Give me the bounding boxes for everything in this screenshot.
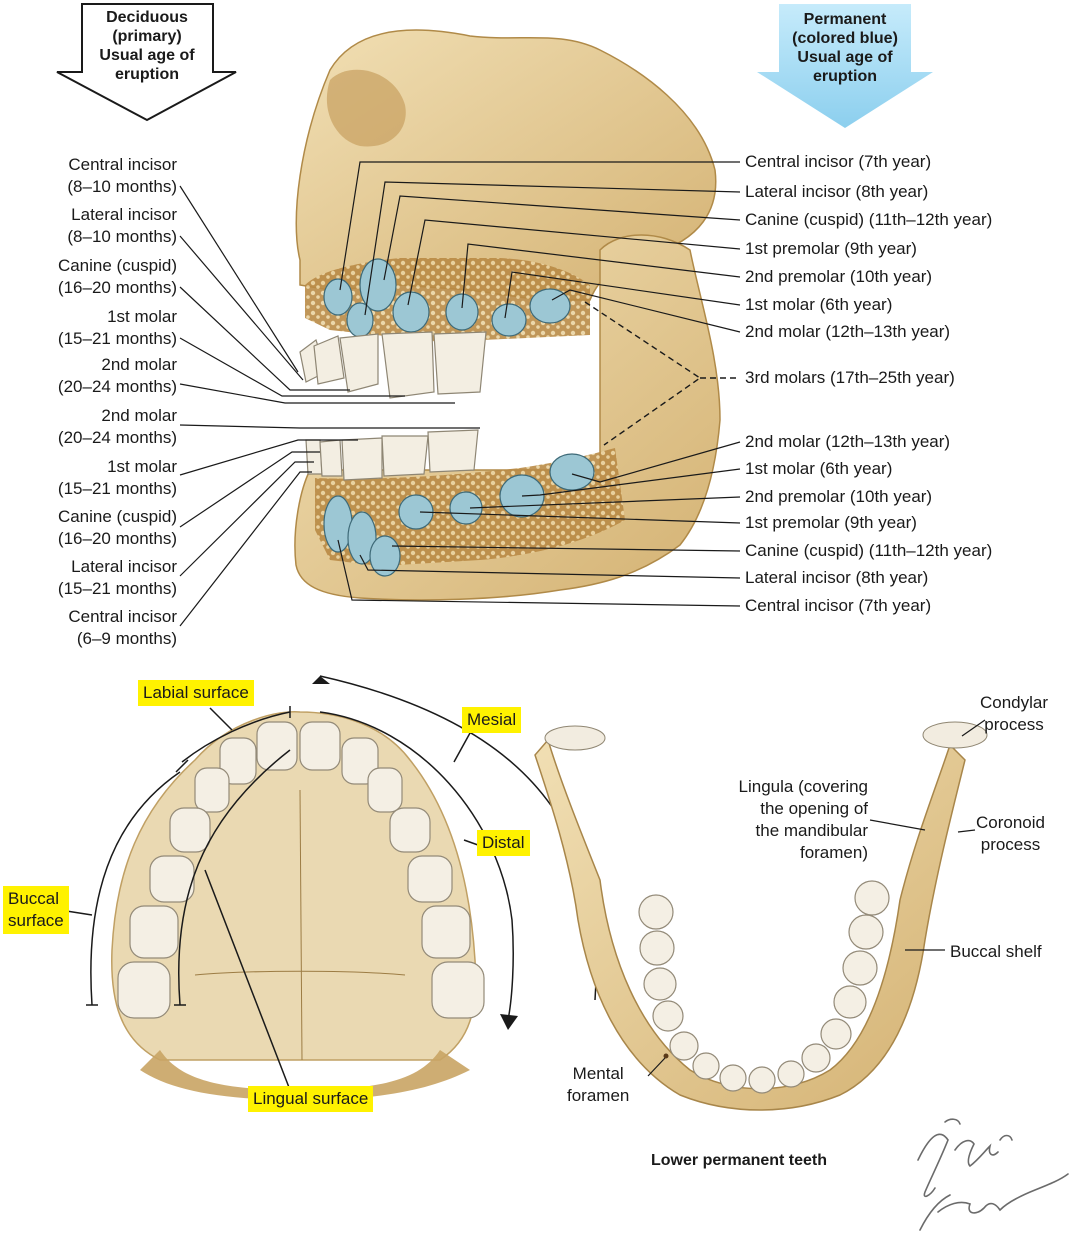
right-label-2nd-molar-upper: 2nd molar (12th–13th year) bbox=[745, 321, 950, 343]
right-label-2nd-premolar-lower: 2nd premolar (10th year) bbox=[745, 486, 932, 508]
right-label-2nd-molar-lower: 2nd molar (12th–13th year) bbox=[745, 431, 950, 453]
left-label-1st-molar-upper: 1st molar(15–21 months) bbox=[58, 306, 177, 350]
artist-signature bbox=[900, 1100, 1070, 1240]
lingual-surface-label: Lingual surface bbox=[248, 1086, 373, 1112]
left-label-1st-molar-lower: 1st molar(15–21 months) bbox=[58, 456, 177, 500]
right-label-lateral-incisor-upper: Lateral incisor (8th year) bbox=[745, 181, 928, 203]
mesial-label: Mesial bbox=[462, 707, 521, 733]
distal-label: Distal bbox=[477, 830, 530, 856]
left-label-2nd-molar-lower: 2nd molar(20–24 months) bbox=[58, 405, 177, 449]
left-label-central-incisor-upper: Central incisor(8–10 months) bbox=[67, 154, 177, 198]
left-label-canine-lower: Canine (cuspid)(16–20 months) bbox=[58, 506, 177, 550]
mandible-leader-lines bbox=[648, 720, 985, 1076]
right-label-1st-premolar-lower: 1st premolar (9th year) bbox=[745, 512, 917, 534]
left-label-canine-upper: Canine (cuspid)(16–20 months) bbox=[58, 255, 177, 299]
distal-arrowhead bbox=[500, 1014, 518, 1030]
left-label-central-incisor-lower: Central incisor(6–9 months) bbox=[68, 606, 177, 650]
buccal-shelf-label: Buccal shelf bbox=[950, 941, 1042, 963]
right-label-lateral-incisor-lower: Lateral incisor (8th year) bbox=[745, 567, 928, 589]
left-label-2nd-molar-upper: 2nd molar(20–24 months) bbox=[58, 354, 177, 398]
lower-permanent-teeth-caption: Lower permanent teeth bbox=[651, 1152, 827, 1170]
right-label-1st-molar-lower: 1st molar (6th year) bbox=[745, 458, 892, 480]
right-label-central-incisor-upper: Central incisor (7th year) bbox=[745, 151, 931, 173]
right-label-1st-premolar-upper: 1st premolar (9th year) bbox=[745, 238, 917, 260]
right-label-3rd-molars: 3rd molars (17th–25th year) bbox=[745, 367, 955, 389]
right-label-central-incisor-lower: Central incisor (7th year) bbox=[745, 595, 931, 617]
right-label-canine-upper: Canine (cuspid) (11th–12th year) bbox=[745, 209, 992, 231]
right-label-canine-lower: Canine (cuspid) (11th–12th year) bbox=[745, 540, 992, 562]
left-label-lateral-incisor-lower: Lateral incisor(15–21 months) bbox=[58, 556, 177, 600]
right-label-2nd-premolar-upper: 2nd premolar (10th year) bbox=[745, 266, 932, 288]
upper-arch-palate-view bbox=[112, 712, 484, 1100]
right-label-1st-molar-upper: 1st molar (6th year) bbox=[745, 294, 892, 316]
left-label-lateral-incisor-upper: Lateral incisor(8–10 months) bbox=[67, 204, 177, 248]
labial-surface-label: Labial surface bbox=[138, 680, 254, 706]
